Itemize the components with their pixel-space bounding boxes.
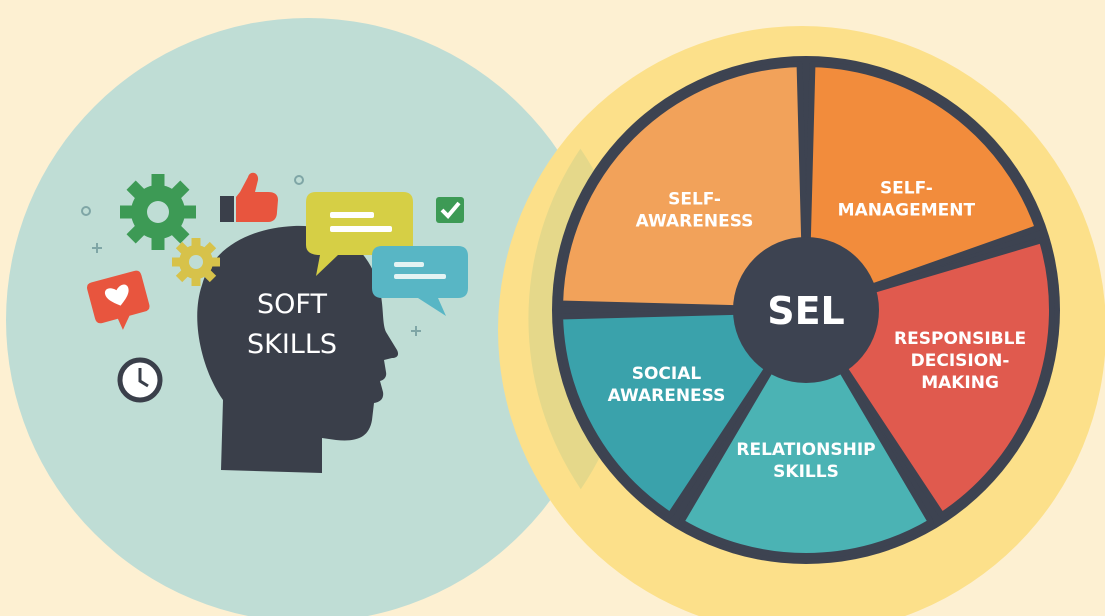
head-silhouette [197,225,399,473]
gear-icon [120,174,196,250]
sel-label-responsible-decision-making: MAKING [921,373,999,393]
sel-label-responsible-decision-making: DECISION- [911,351,1010,371]
sel-segment-social-awareness [557,307,809,519]
small-gear-icon [172,238,220,286]
sel-wheel: SELF-AWARENESSSELF-MANAGEMENTRESPONSIBLE… [552,56,1060,564]
sel-label-relationship-skills: RELATIONSHIP [736,440,875,460]
soft-skills-illustration: SOFT SKILLS [81,172,468,473]
soft-skills-label-line2: SKILLS [247,329,337,360]
gear-tooth [191,273,201,286]
plus-icon [92,243,102,253]
check-icon [436,197,464,223]
sel-label-self-management: MANAGEMENT [838,201,976,221]
dot-icon [81,206,91,216]
sel-label-responsible-decision-making: RESPONSIBLE [894,329,1026,349]
sel-label-self-awareness: AWARENESS [636,212,754,232]
sel-label-social-awareness: AWARENESS [608,386,726,406]
sel-label-self-management: SELF- [880,179,933,199]
clock-icon [117,357,163,403]
thumbs-up-icon [220,172,278,222]
chat-bubble-icon [372,246,468,316]
sel-segment-relationship-skills [678,307,934,559]
dot-icon [294,175,304,185]
heart-icon [87,270,150,330]
sel-hub-label: SEL [767,289,845,333]
sel-hub [733,237,879,383]
sel-label-social-awareness: SOCIAL [632,364,702,384]
sel-segment-self-awareness [557,61,809,313]
plus-icon [411,326,421,336]
sel-label-self-awareness: SELF- [668,190,721,210]
sel-label-relationship-skills: SKILLS [773,462,839,482]
sel-segment-self-management [803,61,1041,313]
gear-tooth [191,238,201,251]
soft-skills-label-line1: SOFT [257,289,327,320]
